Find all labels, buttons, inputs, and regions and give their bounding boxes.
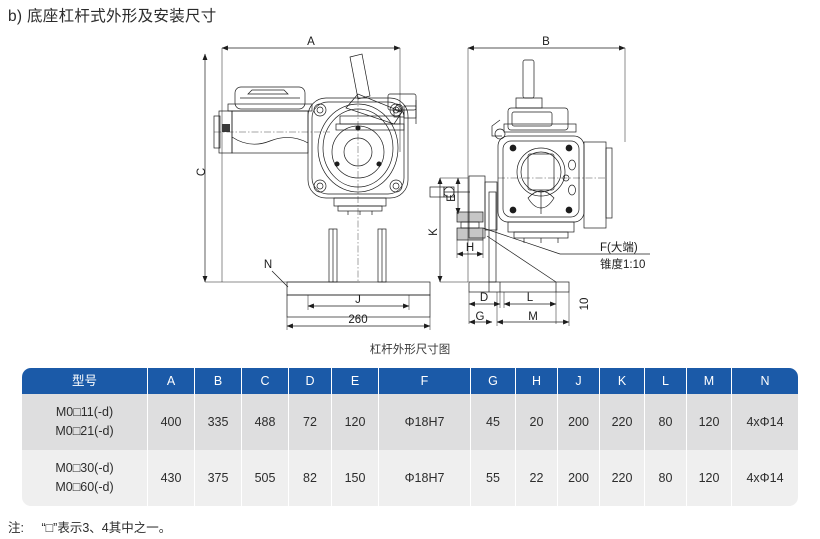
table-cell-m: 120 <box>687 450 732 506</box>
footnote-label: 注: <box>8 521 24 535</box>
table-header-c: C <box>242 368 289 394</box>
dim-label-g: G <box>476 311 485 323</box>
table-cell-l: 80 <box>645 394 687 450</box>
dimension-table: 型号 A B C D E F G H J K L M N M0□11(-d) M… <box>22 368 798 506</box>
table-cell-c: 505 <box>242 450 289 506</box>
table-header-n: N <box>732 368 798 394</box>
table-header-d: D <box>289 368 332 394</box>
figure-caption: 杠杆外形尺寸图 <box>369 344 451 356</box>
table-cell-g: 45 <box>471 394 516 450</box>
table-cell-j: 200 <box>558 450 600 506</box>
table-header-row: 型号 A B C D E F G H J K L M N <box>22 368 798 394</box>
table-cell-k: 220 <box>600 394 645 450</box>
table-header-h: H <box>516 368 558 394</box>
taper-note-line1: F(大端) <box>600 240 638 254</box>
table-cell-n: 4xΦ14 <box>732 450 798 506</box>
page-title: b) 底座杠杆式外形及安装尺寸 <box>8 8 217 25</box>
model-line-1: M0□30(-d) <box>55 461 114 475</box>
table-cell-f: Φ18H7 <box>379 450 471 506</box>
table-cell-model: M0□30(-d) M0□60(-d) <box>22 450 148 506</box>
table-row: M0□11(-d) M0□21(-d) 400 335 488 72 120 Φ… <box>22 394 798 450</box>
table-header-g: G <box>471 368 516 394</box>
dim-label-m: M <box>528 311 538 323</box>
dim-label-plate-thickness: 10 <box>579 298 591 311</box>
dim-label-260: 260 <box>348 314 367 326</box>
dim-label-k: K <box>428 228 440 236</box>
table-cell-d: 82 <box>289 450 332 506</box>
table-cell-e: 120 <box>332 394 379 450</box>
table-cell-g: 55 <box>471 450 516 506</box>
table-header-m: M <box>687 368 732 394</box>
table-cell-model: M0□11(-d) M0□21(-d) <box>22 394 148 450</box>
dim-label-n: N <box>264 259 272 271</box>
table-header-b: B <box>195 368 242 394</box>
table-header-k: K <box>600 368 645 394</box>
taper-note-line2: 锥度1:10 <box>600 257 645 271</box>
model-line-2: M0□21(-d) <box>55 424 114 438</box>
dim-label-l: L <box>527 292 534 304</box>
model-line-1: M0□11(-d) <box>55 405 114 419</box>
dim-label-h: H <box>466 242 474 254</box>
dim-label-a: A <box>307 36 315 48</box>
table-header-a: A <box>148 368 195 394</box>
spec-table-container: 型号 A B C D E F G H J K L M N M0□11(-d) M… <box>22 368 798 506</box>
table-cell-d: 72 <box>289 394 332 450</box>
table-cell-b: 335 <box>195 394 242 450</box>
table-cell-k: 220 <box>600 450 645 506</box>
model-line-2: M0□60(-d) <box>55 480 114 494</box>
table-cell-e: 150 <box>332 450 379 506</box>
table-cell-j: 200 <box>558 394 600 450</box>
table-cell-m: 120 <box>687 394 732 450</box>
table-row: M0□30(-d) M0□60(-d) 430 375 505 82 150 Φ… <box>22 450 798 506</box>
table-cell-f: Φ18H7 <box>379 394 471 450</box>
table-header-e: E <box>332 368 379 394</box>
dim-label-c: C <box>196 168 208 176</box>
table-header-f: F <box>379 368 471 394</box>
dim-label-e: E <box>446 194 458 202</box>
table-cell-l: 80 <box>645 450 687 506</box>
footnote: 注: “□”表示3、4其中之一。 <box>8 517 171 536</box>
table-cell-c: 488 <box>242 394 289 450</box>
technical-drawing: A C J 260 N B K E H D L G M 10 F(大端) 锥度1… <box>0 32 820 337</box>
dim-label-b: B <box>542 36 550 48</box>
table-cell-h: 20 <box>516 394 558 450</box>
table-cell-h: 22 <box>516 450 558 506</box>
table-header-l: L <box>645 368 687 394</box>
table-header-j: J <box>558 368 600 394</box>
table-header-model: 型号 <box>22 368 148 394</box>
table-cell-a: 400 <box>148 394 195 450</box>
table-cell-a: 430 <box>148 450 195 506</box>
table-cell-b: 375 <box>195 450 242 506</box>
footnote-text: “□”表示3、4其中之一。 <box>41 521 172 535</box>
dim-label-d: D <box>480 292 488 304</box>
table-cell-n: 4xΦ14 <box>732 394 798 450</box>
dim-label-j: J <box>355 294 361 306</box>
